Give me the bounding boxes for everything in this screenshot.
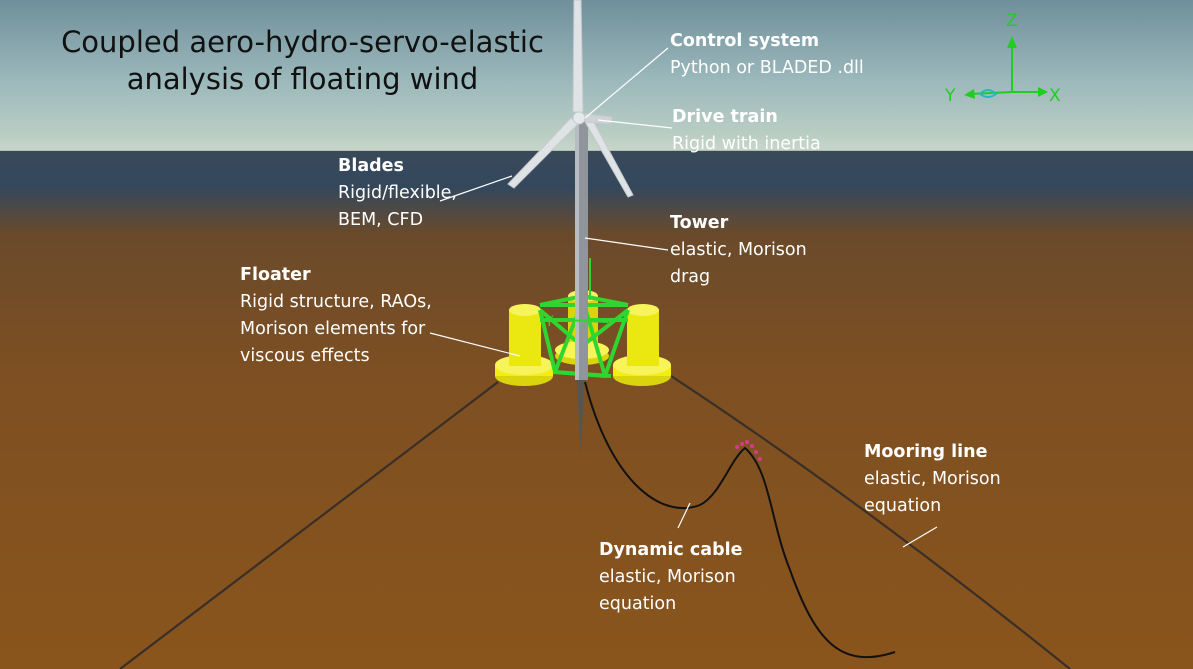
title-line-1: Coupled aero-hydro-servo-elastic [61,25,544,59]
mooring-line-line-1: elastic, Morison [864,469,1001,489]
mooring-line-line-2: equation [864,496,942,516]
control-system-line-1: Python or BLADED .dll [670,58,864,78]
local-axes [564,258,609,323]
tower-label: Tower elastic, Morison drag [670,210,807,291]
local-axis-y-label: Y [544,314,554,330]
floater-line-3: viscous effects [240,346,370,366]
floater-line-2: Morison elements for [240,319,426,339]
dynamic-cable [584,381,896,659]
mooring-line-heading: Mooring line [864,442,988,462]
floater-heading: Floater [240,265,311,285]
drive-train-heading: Drive train [672,107,778,127]
axis-y-label: Y [944,86,956,106]
floater-line-1: Rigid structure, RAOs, [240,292,432,312]
blades-line-1: Rigid/flexible, [338,183,457,203]
dynamic-cable-line-1: elastic, Morison [599,567,736,587]
floater-label: Floater Rigid structure, RAOs, Morison e… [240,262,432,370]
blades-line-2: BEM, CFD [338,210,424,230]
tower-line-1: elastic, Morison [670,240,807,260]
tower-heading: Tower [670,213,729,233]
mooring-lines [119,373,1071,669]
mooring-line-label: Mooring line elastic, Morison equation [864,439,1001,520]
dynamic-cable-line-2: equation [599,594,677,614]
mooring-line-left [119,381,499,669]
drive-train-line-1: Rigid with inertia [672,134,821,154]
rotor-blades [507,0,634,198]
drive-train-label: Drive train Rigid with inertia [672,104,821,158]
blades-heading: Blades [338,156,404,176]
control-system-heading: Control system [670,31,820,51]
mooring-line-right [667,373,1071,669]
global-axes-gizmo [964,36,1048,99]
blades-label: Blades Rigid/flexible, BEM, CFD [338,153,457,234]
tower [575,120,588,458]
control-system-label: Control system Python or BLADED .dll [670,28,864,82]
axis-x-label: X [1049,86,1061,106]
title-line-2: analysis of floating wind [126,62,479,96]
page-title: Coupled aero-hydro-servo-elastic analysi… [30,24,575,98]
axis-z-label: Z [1006,11,1018,31]
leader-lines [429,47,938,548]
tower-line-2: drag [670,267,711,287]
buoyancy-modules [735,440,762,461]
dynamic-cable-heading: Dynamic cable [599,540,743,560]
dynamic-cable-label: Dynamic cable elastic, Morison equation [599,537,742,618]
